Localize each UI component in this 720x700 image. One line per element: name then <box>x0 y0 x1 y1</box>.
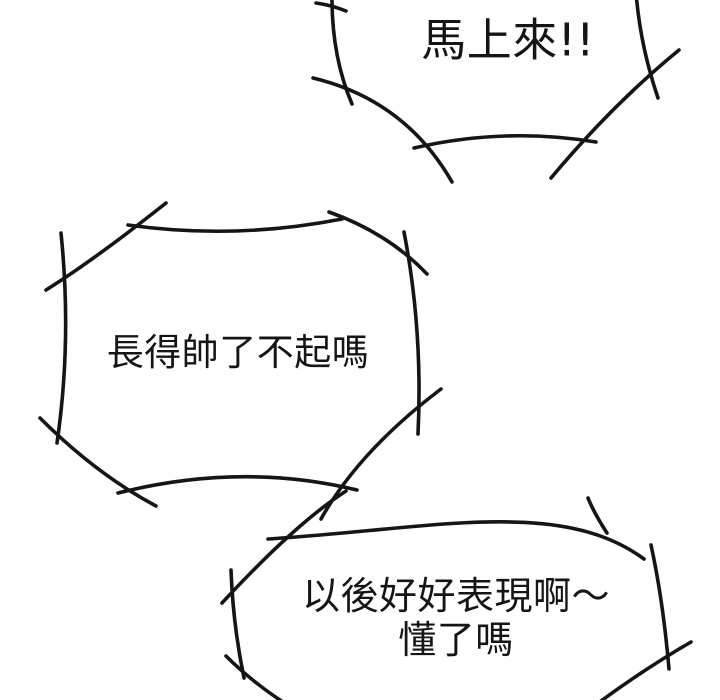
bubble-top-left-edge <box>330 0 354 106</box>
speech-bubble-bottom-text: 以後好好表現啊～ 懂了嗎 <box>302 574 610 662</box>
bubble-bottom-bottomleft-arc <box>224 654 284 700</box>
bubble-middle-bottomleft-arc <box>38 416 158 508</box>
bubble-middle-topleft-arc <box>44 201 168 292</box>
bubble-top-bottomright-arc <box>549 48 681 180</box>
speech-bubble-middle-outline <box>38 201 443 521</box>
speech-bubble-bottom-text-line1: 以後好好表現啊～ <box>301 574 611 618</box>
speech-bubble-bottom-outline <box>220 489 693 700</box>
speech-bubble-middle-text: 長得帥了不起嗎 <box>106 331 370 374</box>
bubble-middle-bottom-edge <box>116 474 359 495</box>
bubble-bottom-topright-tick <box>586 496 609 535</box>
bubble-middle-top-edge <box>126 217 344 234</box>
bubble-top-bottom-edge <box>412 133 598 150</box>
bubble-middle-bottomright-arc <box>319 387 443 521</box>
speech-bubble-bottom-text-line2: 懂了嗎 <box>398 618 514 662</box>
bubble-top-bottomleft-arc <box>311 76 454 184</box>
bubble-bottom-topleft-arc <box>220 489 348 605</box>
bubble-bottom-bottomright-arc <box>599 640 693 700</box>
speech-bubble-top-text: 馬上來!! <box>421 13 595 67</box>
bubble-top-right-edge <box>634 0 660 100</box>
bubble-bottom-top-edge <box>266 520 646 561</box>
bubble-bottom-left-edge <box>229 568 246 680</box>
bubble-middle-topright-arc <box>327 210 429 276</box>
bubble-bottom-right-edge <box>649 543 671 671</box>
bubble-middle-left-edge <box>55 231 68 445</box>
speech-bubble-top-outline <box>311 0 681 184</box>
